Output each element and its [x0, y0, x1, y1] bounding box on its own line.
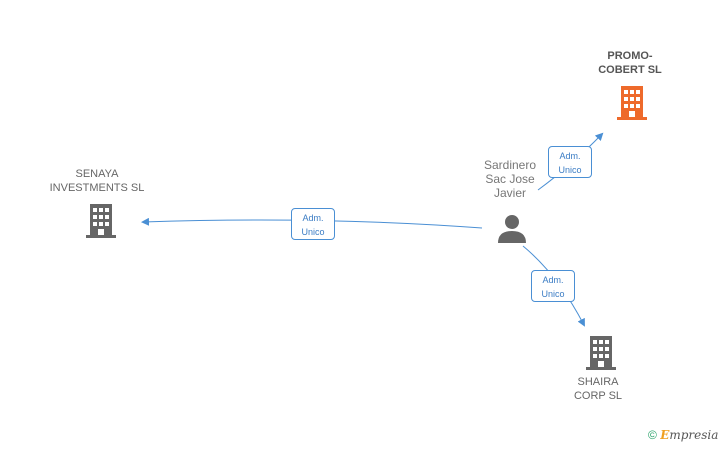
- person-name[interactable]: Sardinero Sac Jose Javier: [483, 158, 537, 200]
- relation-label[interactable]: Adm. Unico: [548, 146, 592, 178]
- relation-label[interactable]: Adm. Unico: [291, 208, 335, 240]
- company-name-senaya[interactable]: SENAYA INVESTMENTS SL: [49, 168, 145, 194]
- relation-label[interactable]: Adm. Unico: [531, 270, 575, 302]
- company-name-promo[interactable]: PROMO- COBERT SL: [598, 50, 662, 76]
- copyright-symbol: ©: [648, 428, 657, 442]
- person-icon[interactable]: [496, 212, 528, 244]
- building-icon[interactable]: [84, 202, 118, 238]
- building-icon[interactable]: [615, 84, 649, 120]
- company-name-shaira[interactable]: SHAIRA CORP SL: [573, 376, 623, 402]
- brand-text: Empresia: [660, 428, 719, 442]
- empresia-logo[interactable]: © Empresia: [648, 428, 718, 442]
- building-icon[interactable]: [584, 334, 618, 370]
